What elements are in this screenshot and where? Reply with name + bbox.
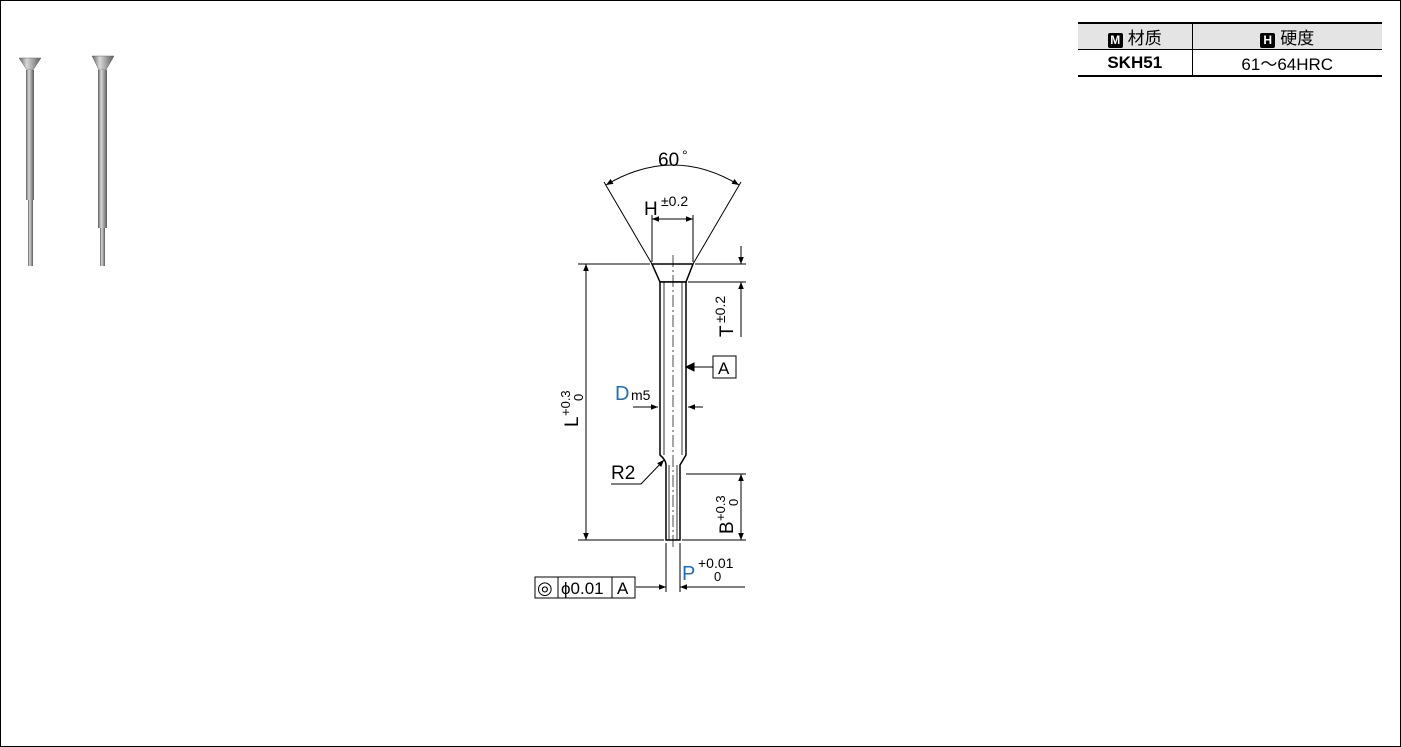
b-label-group: B +0.3 0 (713, 495, 741, 534)
hardness-header: H 硬度 (1191, 22, 1382, 50)
b-tol-lower: 0 (726, 499, 741, 506)
r2-leader (611, 459, 665, 485)
angle-unit: ° (682, 147, 688, 163)
b-label: B (717, 521, 738, 534)
material-value: SKH51 (1078, 49, 1193, 77)
datum-a-label: A (718, 359, 730, 378)
l-label-group: L +0.3 0 (558, 390, 586, 427)
t-label-group: T ±0.2 (712, 296, 738, 337)
t-tolerance: ±0.2 (712, 296, 728, 323)
h-tolerance: ±0.2 (661, 193, 688, 209)
product-photo-2 (91, 55, 115, 266)
b-dimension (682, 473, 746, 541)
concentricity-icon: ◎ (537, 578, 553, 598)
product-photo-1 (18, 57, 42, 266)
material-header-label: 材质 (1127, 29, 1162, 48)
h-label: H (644, 199, 658, 220)
spec-table: M 材质 H 硬度 SKH51 61～64HRC (1078, 22, 1382, 77)
pin-outline (650, 263, 695, 541)
concentricity-value: ϕ0.01 (561, 579, 604, 598)
datum-a-leader (684, 355, 737, 379)
pin-hatch (663, 282, 683, 540)
p-dimension (636, 543, 745, 592)
angle-dimension (603, 164, 742, 265)
hardness-value: 61～64HRC (1191, 49, 1382, 77)
spec-table-header: M 材质 H 硬度 (1078, 22, 1382, 50)
p-tol-lower: 0 (714, 569, 721, 584)
d-label: D (615, 383, 629, 405)
material-badge-icon: M (1107, 33, 1123, 48)
b-tol-upper: +0.3 (713, 495, 728, 521)
l-dimension (578, 263, 664, 541)
material-header: M 材质 (1078, 22, 1193, 50)
h-dimension (651, 215, 694, 262)
hardness-badge-icon: H (1260, 33, 1276, 48)
angle-value: 60 (658, 150, 679, 171)
hardness-header-label: 硬度 (1280, 29, 1315, 48)
l-label: L (562, 416, 583, 427)
p-tol-upper: +0.01 (698, 555, 734, 571)
spec-table-row: SKH51 61～64HRC (1078, 49, 1382, 77)
d-fit: m5 (631, 387, 651, 403)
concentricity-datum: A (617, 579, 629, 598)
t-dimension (688, 246, 746, 337)
p-label: P (682, 563, 695, 585)
l-tol-lower: 0 (571, 394, 586, 401)
r2-label: R2 (611, 463, 635, 484)
t-label: T (717, 325, 738, 337)
concentricity-frame (534, 576, 636, 599)
l-tol-upper: +0.3 (558, 390, 573, 416)
